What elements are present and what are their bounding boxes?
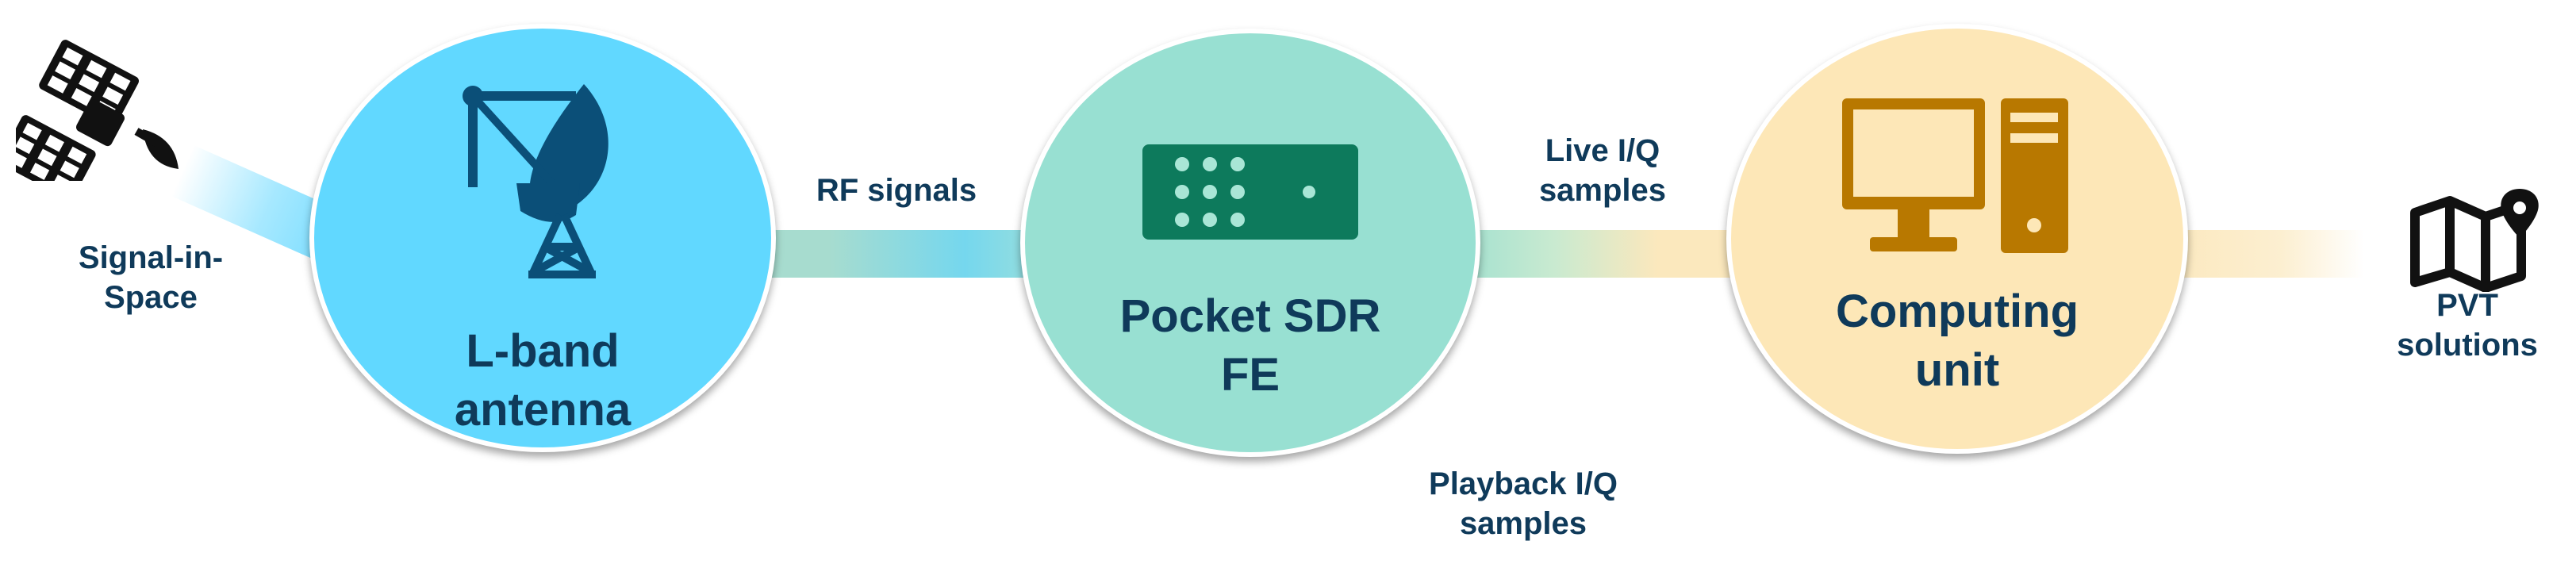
sdr-label-line-2: FE	[1220, 349, 1280, 401]
playback-iq-label: Playback I/Q samples	[1365, 464, 1682, 543]
pvt-solutions-label: PVT solutions	[2372, 286, 2563, 365]
sdr-device-icon	[1142, 144, 1358, 240]
sdr-label-line-1: Pocket SDR	[1119, 290, 1381, 342]
antenna-label-line-2: antenna	[454, 384, 632, 436]
live-iq-line-2: samples	[1538, 173, 1667, 208]
live-iq-line-1: Live I/Q	[1545, 133, 1660, 168]
rf-connector	[754, 230, 1055, 278]
live-connector	[1452, 230, 1745, 278]
pvt-line-1: PVT	[2436, 288, 2498, 323]
signal-in-space-line-2: Space	[104, 280, 198, 315]
computer-icon	[1842, 98, 2068, 253]
sdr-label: Pocket SDR FE	[1025, 287, 1476, 405]
live-iq-label: Live I/Q samples	[1491, 131, 1714, 210]
antenna-label-line-1: L-band	[466, 325, 620, 377]
satellite-dish-icon	[463, 84, 608, 278]
sdr-node: Pocket SDR FE	[1020, 29, 1480, 457]
output-connector	[2158, 230, 2364, 278]
satellite-icon	[16, 40, 179, 181]
signal-in-space-line-1: Signal-in-	[78, 240, 224, 275]
map-pin-icon	[2410, 189, 2539, 292]
antenna-label: L-band antenna	[314, 322, 771, 439]
pvt-line-2: solutions	[2397, 328, 2538, 363]
signal-in-space-label: Signal-in- Space	[56, 238, 246, 317]
compute-label-line-1: Computing	[1835, 286, 2079, 337]
compute-node: Computing unit	[1726, 24, 2188, 454]
playback-iq-line-1: Playback I/Q	[1429, 466, 1618, 501]
antenna-node: L-band antenna	[309, 24, 776, 452]
playback-iq-line-2: samples	[1459, 506, 1587, 541]
rf-signals-label: RF signals	[816, 173, 977, 208]
compute-label: Computing unit	[1731, 282, 2183, 400]
compute-label-line-2: unit	[1914, 344, 2000, 396]
